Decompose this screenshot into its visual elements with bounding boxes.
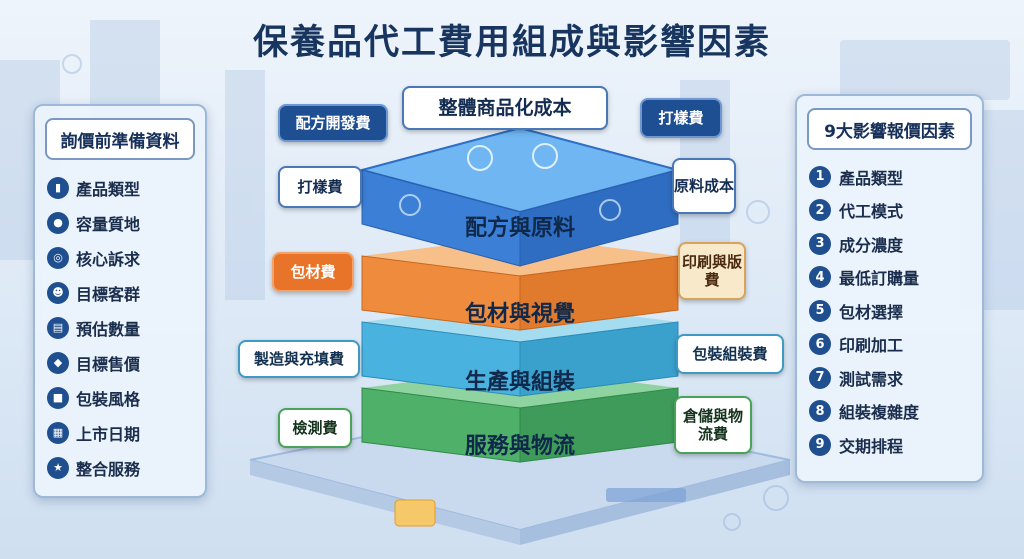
layer-label: 服務與物流 <box>464 434 575 459</box>
warehouse-logistics-fee-tag: 倉儲與物流費 <box>674 396 752 454</box>
list-item: ▤ 預估數量 <box>47 310 197 345</box>
number-badge: 2 <box>809 199 831 222</box>
list-item-label: 上市日期 <box>76 424 141 444</box>
list-item: ◎ 核心訴求 <box>47 240 197 275</box>
list-item: 2 代工模式 <box>809 194 974 228</box>
list-item-label: 目標客群 <box>76 284 141 304</box>
packaging-fee-tag: 包材費 <box>272 252 354 292</box>
layer-label: 生產與組裝 <box>464 370 575 395</box>
number-badge: 1 <box>809 165 831 188</box>
layer-formula-material <box>358 126 682 267</box>
list-item: ▮ 產品類型 <box>47 170 197 205</box>
list-item-label: 容量質地 <box>76 214 141 234</box>
list-item: 8 組裝複雜度 <box>809 395 974 429</box>
manufacturing-filling-fee-tag: 製造與充填費 <box>238 340 360 378</box>
service-icon: ★ <box>47 456 69 479</box>
layer-label: 包材與視覺 <box>464 302 575 327</box>
layer-label: 配方與原料 <box>464 216 575 241</box>
list-item-label: 包裝風格 <box>76 389 141 409</box>
number-badge: 9 <box>809 433 831 456</box>
number-badge: 7 <box>809 366 831 389</box>
list-item-label: 代工模式 <box>839 202 904 222</box>
list-item: ★ 整合服務 <box>47 450 197 485</box>
list-item: ◆ 目標售價 <box>47 345 197 380</box>
list-item-label: 預估數量 <box>76 319 141 339</box>
number-badge: 3 <box>809 232 831 255</box>
list-item: 6 印刷加工 <box>809 328 974 362</box>
number-badge: 8 <box>809 400 831 423</box>
box-icon: ■ <box>47 386 69 409</box>
list-item-label: 產品類型 <box>76 179 141 199</box>
list-item: 5 包材選擇 <box>809 294 974 328</box>
number-badge: 6 <box>809 333 831 356</box>
pricing-factors-list: 1 產品類型 2 代工模式 3 成分濃度 4 最低訂購量 5 包材選擇 6 印刷加工 7 測試… <box>809 160 974 462</box>
list-item: 3 成分濃度 <box>809 227 974 261</box>
people-icon: ☻ <box>47 281 69 304</box>
list-item-label: 最低訂購量 <box>839 269 920 289</box>
list-item-label: 整合服務 <box>76 459 141 479</box>
number-badge: 4 <box>809 266 831 289</box>
bars-icon: ▤ <box>47 316 69 339</box>
page-title: 保養品代工費用組成與影響因素 <box>252 23 771 63</box>
calendar-icon: ▦ <box>47 421 69 444</box>
sample-fee-tag: 打樣費 <box>278 166 362 208</box>
printing-plate-fee-tag: 印刷與版費 <box>678 242 746 300</box>
inquiry-prep-heading: 詢價前準備資料 <box>45 118 195 160</box>
list-item: 4 最低訂購量 <box>809 261 974 295</box>
list-item-label: 印刷加工 <box>839 336 904 356</box>
pricing-factors-heading: 9大影響報價因素 <box>807 108 972 150</box>
testing-fee-tag: 檢測費 <box>278 408 352 448</box>
list-item-label: 測試需求 <box>839 369 904 389</box>
list-item-label: 核心訴求 <box>76 249 141 269</box>
overall-cost-label: 整體商品化成本 <box>402 86 608 130</box>
packaging-assembly-fee-tag: 包裝組裝費 <box>676 334 784 374</box>
list-item: 9 交期排程 <box>809 428 974 462</box>
number-badge: 5 <box>809 299 831 322</box>
list-item-label: 產品類型 <box>839 168 904 188</box>
list-item: 7 測試需求 <box>809 361 974 395</box>
inquiry-prep-panel: 詢價前準備資料 ▮ 產品類型 ● 容量質地 ◎ 核心訴求 ☻ 目標客群 ▤ 預估數量 ◆ 目… <box>33 104 207 498</box>
list-item: 1 產品類型 <box>809 160 974 194</box>
list-item: ☻ 目標客群 <box>47 275 197 310</box>
sample-fee-tag: 打樣費 <box>640 98 722 138</box>
list-item-label: 交期排程 <box>839 436 904 456</box>
list-item: ● 容量質地 <box>47 205 197 240</box>
list-item: ■ 包裝風格 <box>47 380 197 415</box>
inquiry-prep-list: ▮ 產品類型 ● 容量質地 ◎ 核心訴求 ☻ 目標客群 ▤ 預估數量 ◆ 目標售價 ■ 包裝風… <box>47 170 197 485</box>
bar-chart-icon: ▮ <box>47 176 69 199</box>
list-item-label: 組裝複雜度 <box>839 403 920 423</box>
price-tag-icon: ◆ <box>47 351 69 374</box>
list-item: ▦ 上市日期 <box>47 415 197 450</box>
formula-dev-fee-tag: 配方開發費 <box>278 104 388 142</box>
list-item-label: 包材選擇 <box>839 302 904 322</box>
pricing-factors-panel: 9大影響報價因素 1 產品類型 2 代工模式 3 成分濃度 4 最低訂購量 5 包材選擇 … <box>795 94 984 483</box>
target-icon: ◎ <box>47 246 69 269</box>
list-item-label: 成分濃度 <box>839 235 904 255</box>
bottle-icon: ● <box>47 211 69 234</box>
list-item-label: 目標售價 <box>76 354 141 374</box>
raw-material-cost-tag: 原料成本 <box>672 158 736 214</box>
